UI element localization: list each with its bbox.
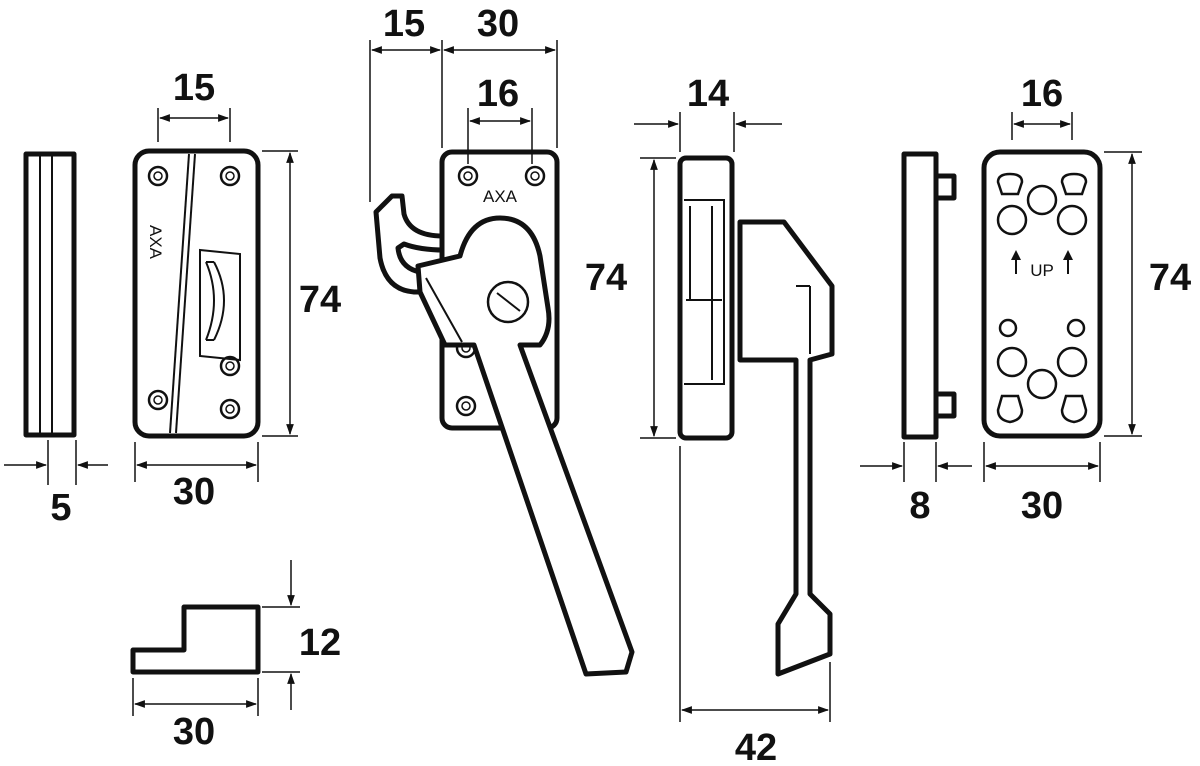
dimension-handle-hook-offset: 15: [369, 3, 443, 202]
backplate-holes: [996, 172, 1088, 424]
backplate-up-label: UP: [1030, 261, 1054, 280]
strike-side-thickness-label: 5: [50, 487, 71, 529]
dimension-handle-side-depth: 14: [634, 73, 782, 152]
handle-front-view: AXA: [373, 149, 635, 677]
dimension-backplate-hole-spacing: 16: [1011, 73, 1073, 140]
handle-plate-width-label: 30: [477, 3, 519, 45]
dimension-strike-front-height: 74: [262, 150, 341, 437]
keeper-view: [130, 604, 261, 675]
strike-latch-slot: [199, 248, 241, 362]
dimension-keeper-width: 30: [132, 678, 259, 753]
backplate-side-thickness-label: 8: [909, 485, 930, 527]
handle-side-depth-label: 14: [687, 73, 729, 115]
handle-screw-spacing-label: 16: [477, 73, 519, 115]
backplate-hole-spacing-label: 16: [1021, 73, 1063, 115]
backplate-front-view: UP: [981, 149, 1103, 439]
handle-side-lever: [737, 219, 835, 677]
backplate-side-view: [901, 151, 957, 440]
dimension-handle-side-height: 74: [585, 157, 676, 439]
keeper-width-label: 30: [173, 711, 215, 753]
backplate-width-label: 30: [1021, 485, 1063, 527]
dimension-strike-side-thickness: 5: [4, 440, 108, 529]
dimension-handle-screw-spacing: 16: [467, 73, 533, 164]
handle-side-view: [677, 155, 835, 677]
dimension-keeper-height: 12: [262, 560, 341, 710]
keeper-height-label: 12: [299, 622, 341, 664]
dimension-backplate-side-thickness: 8: [860, 442, 972, 527]
strike-side-view: [23, 151, 77, 438]
strike-screw-holes: [147, 165, 241, 420]
handle-lever: [415, 215, 635, 677]
handle-brand-label: AXA: [483, 187, 518, 206]
strike-brand-label: AXA: [146, 225, 165, 260]
handle-side-height-label: 74: [585, 257, 627, 299]
dimension-strike-front-width: 30: [134, 442, 259, 513]
dimension-backplate-width: 30: [983, 442, 1101, 527]
handle-side-base: [677, 155, 735, 441]
backplate-height-label: 74: [1149, 257, 1191, 299]
strike-front-width-label: 30: [173, 471, 215, 513]
handle-hook: [373, 193, 447, 295]
dimension-handle-plate-width: 30: [442, 3, 558, 148]
dimension-strike-screw-spacing: 15: [157, 67, 231, 142]
handle-hook-offset-label: 15: [383, 3, 425, 45]
handle-projection-label: 42: [735, 727, 777, 766]
backplate-up-arrows: [1011, 250, 1073, 274]
strike-front-height-label: 74: [299, 279, 341, 321]
dimension-backplate-height: 74: [1104, 151, 1191, 437]
strike-screw-spacing-label: 15: [173, 67, 215, 109]
dimension-handle-projection: 42: [679, 446, 831, 766]
strike-front-view: AXA: [132, 148, 261, 439]
